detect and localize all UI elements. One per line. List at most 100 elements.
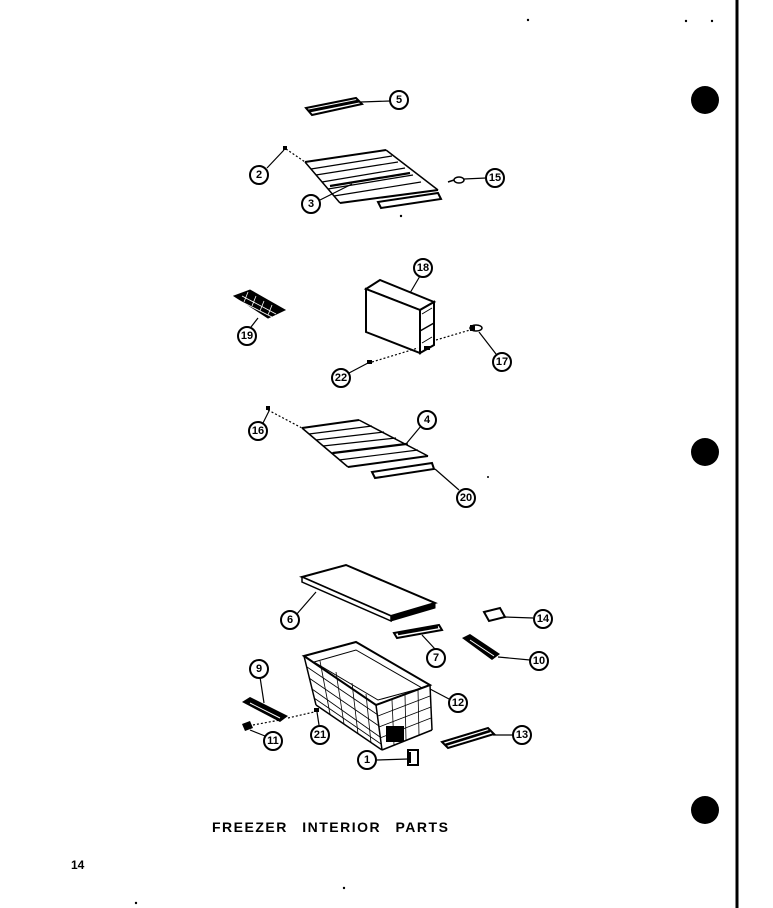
part-21-screw xyxy=(314,708,319,712)
callout: 6 xyxy=(280,610,300,630)
callout-label: 1 xyxy=(364,754,370,766)
part-16-screw xyxy=(266,406,270,410)
part-13-basket-trim xyxy=(440,726,496,750)
leader-5 xyxy=(360,100,391,103)
leader-9 xyxy=(259,676,265,704)
callout: 20 xyxy=(456,488,476,508)
leader-11 xyxy=(249,729,266,737)
callout: 18 xyxy=(413,258,433,278)
callout: 4 xyxy=(417,410,437,430)
dashed-line xyxy=(252,719,281,726)
leader-12 xyxy=(429,688,450,700)
leader-7 xyxy=(421,634,436,650)
diagram-title: FREEZER INTERIOR PARTS xyxy=(212,819,450,835)
callout-label: 12 xyxy=(452,697,464,709)
callout-label: 2 xyxy=(256,169,262,181)
callout-label: 14 xyxy=(537,613,550,625)
callout-label: 22 xyxy=(335,372,347,384)
part-1-stop xyxy=(407,749,419,766)
speck xyxy=(487,476,489,478)
callout: 21 xyxy=(310,725,330,745)
dashed-line xyxy=(285,148,306,163)
part-5-shelf-trim xyxy=(304,96,364,117)
callout: 3 xyxy=(301,194,321,214)
callout-label: 18 xyxy=(417,262,429,274)
dashed-line xyxy=(287,711,315,719)
leader-4 xyxy=(405,425,422,445)
callout-label: 17 xyxy=(496,356,508,368)
part-17-pin xyxy=(469,324,483,332)
leader-14 xyxy=(504,616,534,619)
part-3-wire-shelf xyxy=(304,149,443,210)
part-9-slide-rail xyxy=(242,697,288,722)
callout: 11 xyxy=(263,731,283,751)
part-19-ice-tray xyxy=(232,289,287,319)
part-12-wire-basket xyxy=(301,640,433,751)
page-number: 14 xyxy=(71,858,85,872)
callout-label: 4 xyxy=(424,414,431,426)
part-10-slide-rail xyxy=(462,634,500,660)
leader-3 xyxy=(319,183,353,201)
dashed-line xyxy=(435,329,471,341)
leader-20 xyxy=(434,468,460,491)
callout: 2 xyxy=(249,165,269,185)
callout-label: 16 xyxy=(252,425,264,437)
leader-22 xyxy=(348,362,369,374)
leader-1 xyxy=(376,758,409,761)
callout-label: 6 xyxy=(287,614,293,626)
callout: 22 xyxy=(331,368,351,388)
binder-hole xyxy=(691,796,719,824)
part-11-bracket xyxy=(242,721,253,731)
dashed-line xyxy=(371,347,419,363)
part-15-clip xyxy=(447,176,465,184)
leader-18 xyxy=(409,275,421,294)
callout-label: 15 xyxy=(489,172,501,184)
callout-label: 11 xyxy=(267,735,279,747)
callout-label: 10 xyxy=(533,655,545,667)
callout: 16 xyxy=(248,421,268,441)
part-14-trim-piece xyxy=(482,606,507,623)
callout: 5 xyxy=(389,90,409,110)
leader-6 xyxy=(295,591,317,616)
callout-label: 20 xyxy=(460,492,472,504)
leader-2 xyxy=(266,149,285,169)
callout-label: 13 xyxy=(516,729,528,741)
part-7-front-trim xyxy=(392,623,444,640)
dashed-line xyxy=(267,409,303,429)
leader-21 xyxy=(316,711,320,726)
binder-hole xyxy=(691,86,719,114)
leader-10 xyxy=(497,656,531,661)
callout-label: 7 xyxy=(433,652,439,664)
callout: 15 xyxy=(485,168,505,188)
callout-label: 9 xyxy=(256,663,262,675)
part-4-wire-shelf xyxy=(301,419,436,480)
speck xyxy=(526,18,530,22)
callout: 9 xyxy=(249,659,269,679)
speck xyxy=(710,19,714,23)
callout: 17 xyxy=(492,352,512,372)
callout-label: 5 xyxy=(396,94,402,106)
callout-label: 21 xyxy=(314,729,326,741)
callout: 19 xyxy=(237,326,257,346)
part-2-screw xyxy=(283,146,287,150)
callout: 13 xyxy=(512,725,532,745)
speck xyxy=(399,214,403,218)
callout: 10 xyxy=(529,651,549,671)
leader-15 xyxy=(463,177,487,180)
leader-19 xyxy=(250,317,259,328)
part-18-storage-box xyxy=(363,278,437,355)
speck xyxy=(684,19,688,23)
speck xyxy=(134,901,138,905)
callout: 14 xyxy=(533,609,553,629)
part-22-screw xyxy=(367,360,372,364)
callout: 7 xyxy=(426,648,446,668)
callout-label: 3 xyxy=(308,198,314,210)
leader-17 xyxy=(478,331,497,355)
speck xyxy=(342,886,346,890)
callout: 1 xyxy=(357,750,377,770)
callout-label: 19 xyxy=(241,330,253,342)
binder-hole xyxy=(691,438,719,466)
callout: 12 xyxy=(448,693,468,713)
part-6-cover-panel xyxy=(299,563,438,623)
